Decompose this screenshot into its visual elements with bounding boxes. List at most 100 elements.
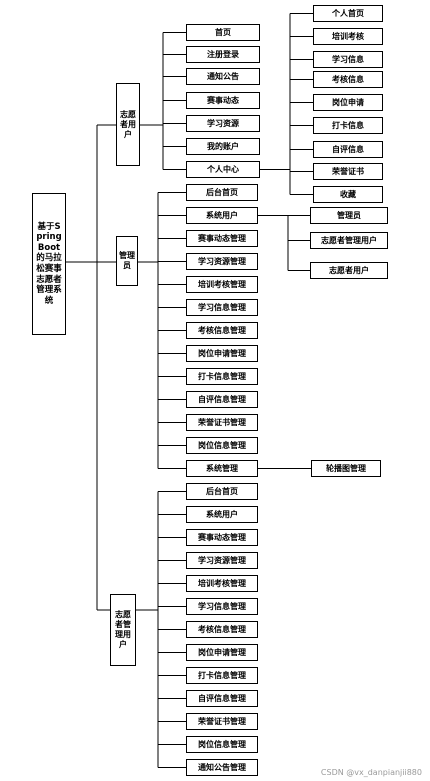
root-node: 基于Spring Boot的马拉松赛事志愿者管理系统 xyxy=(32,193,66,335)
admin-item-label: 岗位申请管理 xyxy=(198,348,246,358)
vol-manager-item: 岗位申请管理 xyxy=(186,644,258,661)
vol-manager-item-label: 后台首页 xyxy=(206,486,238,496)
vol-manager-label: 志愿者管理用户 xyxy=(115,610,131,649)
vol-manager-node: 志愿者管理用户 xyxy=(110,594,136,666)
personal-center-item: 个人首页 xyxy=(313,5,383,22)
personal-center-item-label: 打卡信息 xyxy=(332,120,364,130)
admin-item-label: 赛事动态管理 xyxy=(198,233,246,243)
admin-item: 荣誉证书管理 xyxy=(186,414,258,431)
system-manage-item-label: 轮播图管理 xyxy=(326,463,366,473)
volunteer-item-label: 首页 xyxy=(215,27,231,37)
vol-manager-item: 系统用户 xyxy=(186,506,258,523)
system-user-item-label: 管理员 xyxy=(337,210,361,220)
volunteer-item: 注册登录 xyxy=(186,46,260,63)
volunteer-label: 志愿者用户 xyxy=(120,109,136,139)
vol-manager-item: 学习资源管理 xyxy=(186,552,258,569)
volunteer-item-label: 注册登录 xyxy=(207,49,239,59)
vol-manager-item-label: 培训考核管理 xyxy=(198,578,246,588)
admin-label: 管理员 xyxy=(119,251,135,270)
admin-item-label: 自评信息管理 xyxy=(198,394,246,404)
system-user-item: 管理员 xyxy=(310,207,388,224)
vol-manager-item-label: 系统用户 xyxy=(206,509,238,519)
vol-manager-item: 后台首页 xyxy=(186,483,258,500)
admin-item-label: 后台首页 xyxy=(206,187,238,197)
vol-manager-item: 岗位信息管理 xyxy=(186,736,258,753)
personal-center-item: 培训考核 xyxy=(313,28,383,45)
admin-item: 打卡信息管理 xyxy=(186,368,258,385)
volunteer-item-label: 通知公告 xyxy=(207,71,239,81)
vol-manager-item: 考核信息管理 xyxy=(186,621,258,638)
volunteer-item-label: 个人中心 xyxy=(207,164,239,174)
admin-node: 管理员 xyxy=(116,236,138,286)
admin-item: 学习信息管理 xyxy=(186,299,258,316)
volunteer-item: 个人中心 xyxy=(186,161,260,178)
watermark: CSDN @vx_danpianjii880 xyxy=(320,768,422,777)
admin-item: 学习资源管理 xyxy=(186,253,258,270)
vol-manager-item: 培训考核管理 xyxy=(186,575,258,592)
admin-item: 培训考核管理 xyxy=(186,276,258,293)
system-user-item-label: 志愿者管理用户 xyxy=(321,235,377,245)
personal-center-item: 荣誉证书 xyxy=(313,163,383,180)
admin-item: 考核信息管理 xyxy=(186,322,258,339)
admin-item-label: 系统用户 xyxy=(206,210,238,220)
vol-manager-item-label: 通知公告管理 xyxy=(198,762,246,772)
vol-manager-item-label: 赛事动态管理 xyxy=(198,532,246,542)
volunteer-item: 我的账户 xyxy=(186,138,260,155)
vol-manager-item-label: 学习信息管理 xyxy=(198,601,246,611)
personal-center-item: 考核信息 xyxy=(313,71,383,88)
admin-item-label: 打卡信息管理 xyxy=(198,371,246,381)
volunteer-item: 赛事动态 xyxy=(186,92,260,109)
vol-manager-item-label: 荣誉证书管理 xyxy=(198,716,246,726)
admin-item-label: 培训考核管理 xyxy=(198,279,246,289)
vol-manager-item: 打卡信息管理 xyxy=(186,667,258,684)
system-user-item-label: 志愿者用户 xyxy=(329,265,369,275)
vol-manager-item-label: 学习资源管理 xyxy=(198,555,246,565)
vol-manager-item: 自评信息管理 xyxy=(186,690,258,707)
personal-center-item-label: 考核信息 xyxy=(332,74,364,84)
personal-center-item: 自评信息 xyxy=(313,141,383,158)
personal-center-item: 岗位申请 xyxy=(313,94,383,111)
system-user-item: 志愿者用户 xyxy=(310,262,388,279)
admin-item-label: 岗位信息管理 xyxy=(198,440,246,450)
admin-item-label: 学习信息管理 xyxy=(198,302,246,312)
volunteer-item-label: 赛事动态 xyxy=(207,95,239,105)
admin-item: 后台首页 xyxy=(186,184,258,201)
admin-item-label: 考核信息管理 xyxy=(198,325,246,335)
admin-item-label: 系统管理 xyxy=(206,463,238,473)
volunteer-item-label: 学习资源 xyxy=(207,118,239,128)
volunteer-item: 通知公告 xyxy=(186,68,260,85)
vol-manager-item-label: 考核信息管理 xyxy=(198,624,246,634)
personal-center-item-label: 学习信息 xyxy=(332,54,364,64)
personal-center-item-label: 荣誉证书 xyxy=(332,166,364,176)
system-user-item: 志愿者管理用户 xyxy=(310,232,388,249)
personal-center-item: 学习信息 xyxy=(313,51,383,68)
admin-item: 赛事动态管理 xyxy=(186,230,258,247)
vol-manager-item: 通知公告管理 xyxy=(186,759,258,776)
vol-manager-item-label: 自评信息管理 xyxy=(198,693,246,703)
personal-center-item-label: 培训考核 xyxy=(332,31,364,41)
vol-manager-item: 赛事动态管理 xyxy=(186,529,258,546)
admin-item-label: 荣誉证书管理 xyxy=(198,417,246,427)
volunteer-item: 学习资源 xyxy=(186,115,260,132)
system-manage-item: 轮播图管理 xyxy=(311,460,381,477)
admin-item: 岗位申请管理 xyxy=(186,345,258,362)
personal-center-item: 收藏 xyxy=(313,186,383,203)
personal-center-item-label: 岗位申请 xyxy=(332,97,364,107)
personal-center-item-label: 个人首页 xyxy=(332,8,364,18)
volunteer-item: 首页 xyxy=(186,24,260,41)
admin-item-label: 学习资源管理 xyxy=(198,256,246,266)
admin-item: 系统用户 xyxy=(186,207,258,224)
vol-manager-item-label: 岗位信息管理 xyxy=(198,739,246,749)
admin-item: 自评信息管理 xyxy=(186,391,258,408)
volunteer-item-label: 我的账户 xyxy=(207,141,239,151)
vol-manager-item-label: 打卡信息管理 xyxy=(198,670,246,680)
admin-item: 岗位信息管理 xyxy=(186,437,258,454)
personal-center-item-label: 收藏 xyxy=(340,189,356,199)
personal-center-item: 打卡信息 xyxy=(313,117,383,134)
vol-manager-item: 荣誉证书管理 xyxy=(186,713,258,730)
vol-manager-item: 学习信息管理 xyxy=(186,598,258,615)
vol-manager-item-label: 岗位申请管理 xyxy=(198,647,246,657)
root-label: 基于Spring Boot的马拉松赛事志愿者管理系统 xyxy=(36,221,62,306)
admin-item: 系统管理 xyxy=(186,460,258,477)
